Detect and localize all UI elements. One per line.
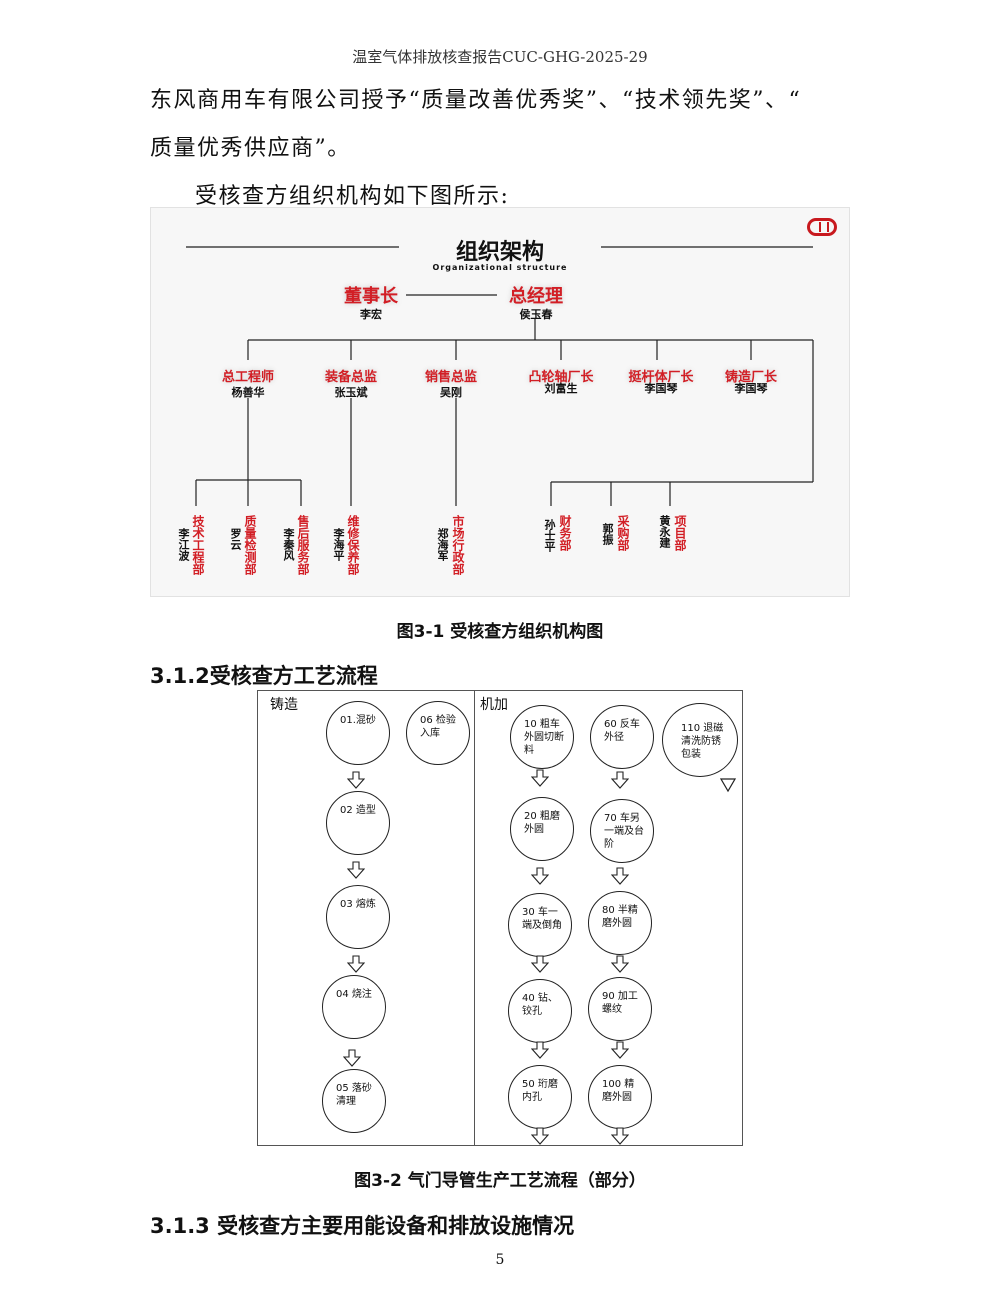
step-label: 01.混砂: [340, 715, 376, 726]
step-circle: 60 反车外径: [590, 705, 654, 769]
step-circle: 80 半精磨外圆: [588, 891, 652, 955]
org-chart: 组织架构 Organizational structure 董事长 李宏 总经理…: [150, 207, 850, 597]
down-arrow-icon: [611, 771, 629, 789]
step-circle: 70 车另一端及台阶: [590, 799, 654, 863]
step-circle: 10 粗车外圆切断料: [510, 705, 574, 769]
step-circle: 50 珩磨内孔: [508, 1065, 572, 1129]
step-label: 100 精磨外圆: [602, 1079, 635, 1103]
lane-label-machining: 机加: [480, 697, 508, 713]
figure-caption-org: 图3-1 受核查方组织机构图: [396, 622, 604, 642]
paragraph-line-1: 东风商用车有限公司授予“质量改善优秀奖”、“技术领先奖”、“: [150, 88, 802, 113]
down-arrow-icon: [343, 1049, 361, 1067]
role-casting-plant-head: 铸造厂长: [724, 370, 777, 385]
step-circle: 100 精磨外圆: [588, 1065, 652, 1129]
step-label: 30 车一端及倒角: [522, 907, 562, 931]
section-heading-process: 3.1.2受核查方工艺流程: [150, 664, 378, 688]
name-finance: 孙士平: [543, 519, 556, 552]
role-equipment-director: 装备总监: [324, 370, 377, 385]
step-label: 40 钻、铰孔: [522, 993, 558, 1017]
paragraph-line-2: 质量优秀供应商”。: [150, 136, 351, 161]
dept-maintenance: 维修保养部: [346, 515, 360, 575]
dept-tech-engineering: 技术工程部: [191, 515, 205, 575]
name-market-admin: 郑海军: [436, 528, 449, 561]
name-procurement: 郭振: [601, 523, 614, 545]
dept-procurement: 采购部: [616, 515, 630, 551]
step-label: 04 烧注: [336, 989, 372, 1000]
name-quality-inspection: 罗云: [229, 528, 242, 550]
name-sales-director: 吴刚: [440, 386, 462, 399]
step-circle: 04 烧注: [322, 975, 386, 1039]
step-circle: 90 加工螺纹: [588, 977, 652, 1041]
name-camshaft-plant-head: 刘富生: [544, 382, 578, 395]
step-circle: 06 检验入库: [406, 701, 470, 765]
step-label: 10 粗车外圆切断料: [524, 719, 564, 756]
process-flow-chart: 铸造 机加 01.混砂 06 检验入库 02 造型 03 熔炼 04 烧注 05…: [257, 690, 743, 1146]
step-label: 90 加工螺纹: [602, 991, 638, 1015]
role-general-manager: 总经理: [509, 286, 563, 307]
dept-finance: 财务部: [558, 515, 572, 551]
role-camshaft-plant-head: 凸轮轴厂长: [528, 370, 594, 385]
dept-after-sales: 售后服务部: [296, 515, 310, 575]
step-label: 110 退磁清洗防锈包装: [681, 723, 724, 760]
step-circle: 01.混砂: [326, 701, 390, 765]
name-projects: 黄永建: [658, 515, 671, 548]
step-label: 02 造型: [340, 805, 376, 816]
step-label: 50 珩磨内孔: [522, 1079, 558, 1103]
down-arrow-icon: [531, 769, 549, 787]
down-arrow-icon: [611, 1041, 629, 1059]
section-heading-equipment: 3.1.3 受核查方主要用能设备和排放设施情况: [150, 1214, 575, 1238]
step-circle: 20 粗磨外圆: [510, 797, 574, 861]
name-after-sales: 李秦风: [282, 528, 295, 561]
down-arrow-icon: [531, 867, 549, 885]
name-equipment-director: 张玉斌: [334, 386, 368, 399]
name-tappet-plant-head: 李国琴: [644, 382, 678, 395]
org-chart-title: 组织架构: [455, 240, 544, 265]
down-arrow-icon: [531, 1041, 549, 1059]
name-chief-engineer: 杨善华: [231, 386, 265, 399]
step-label: 05 落砂清理: [336, 1083, 372, 1107]
step-label: 20 粗磨外圆: [524, 811, 560, 835]
step-circle: 30 车一端及倒角: [508, 893, 572, 957]
down-arrow-icon: [347, 861, 365, 879]
down-arrow-icon: [611, 955, 629, 973]
role-tappet-plant-head: 挺杆体厂长: [628, 370, 694, 385]
lane-divider: [474, 691, 475, 1145]
end-triangle-icon: [720, 778, 736, 793]
down-arrow-icon: [531, 955, 549, 973]
down-arrow-icon: [611, 867, 629, 885]
lane-label-casting: 铸造: [270, 697, 298, 713]
role-chief-engineer: 总工程师: [221, 370, 274, 385]
org-connector-lines: [186, 246, 814, 506]
step-circle-final: 110 退磁清洗防锈包装: [662, 703, 738, 777]
step-label: 03 熔炼: [340, 899, 376, 910]
dept-projects: 项目部: [673, 515, 687, 551]
figure-caption-process: 图3-2 气门导管生产工艺流程（部分）: [354, 1171, 646, 1191]
down-arrow-icon: [531, 1127, 549, 1145]
step-label: 70 车另一端及台阶: [604, 813, 644, 850]
step-label: 80 半精磨外圆: [602, 905, 638, 929]
dept-market-admin: 市场行政部: [451, 515, 465, 575]
company-logo-icon: [807, 218, 837, 236]
page-number: 5: [495, 1252, 505, 1268]
page-header: 温室气体排放核查报告CUC-GHG-2025-29: [352, 48, 648, 66]
dept-quality-inspection: 质量检测部: [243, 515, 257, 575]
step-circle: 40 钻、铰孔: [508, 979, 572, 1043]
down-arrow-icon: [347, 955, 365, 973]
org-chart-subtitle: Organizational structure: [432, 263, 568, 272]
step-circle: 05 落砂清理: [322, 1069, 386, 1133]
role-sales-director: 销售总监: [424, 370, 477, 385]
step-label: 06 检验入库: [420, 715, 456, 739]
down-arrow-icon: [347, 771, 365, 789]
name-maintenance: 李海平: [332, 528, 345, 561]
name-general-manager: 侯玉春: [519, 308, 553, 321]
down-arrow-icon: [611, 1127, 629, 1145]
step-circle: 02 造型: [326, 791, 390, 855]
name-tech-engineering: 李江波: [177, 528, 190, 561]
step-circle: 03 熔炼: [326, 885, 390, 949]
name-chairman: 李宏: [360, 308, 382, 321]
org-intro-text: 受核查方组织机构如下图所示:: [195, 184, 510, 209]
role-chairman: 董事长: [344, 286, 398, 307]
name-casting-plant-head: 李国琴: [734, 382, 768, 395]
step-label: 60 反车外径: [604, 719, 640, 743]
